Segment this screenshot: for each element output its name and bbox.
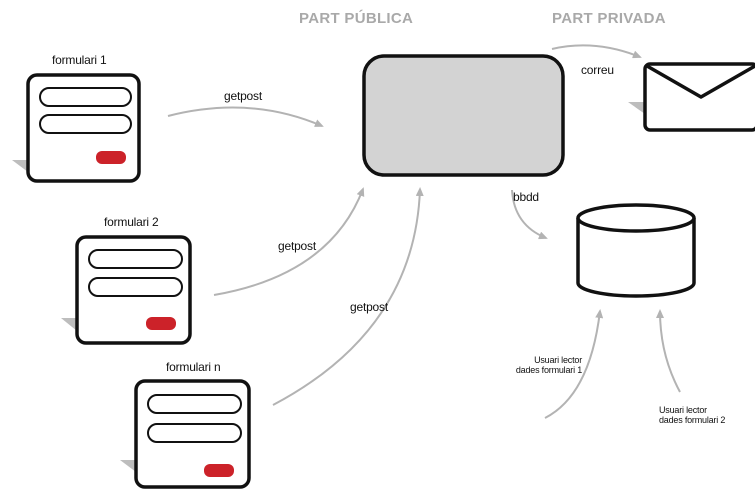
form-field [88, 277, 183, 297]
edge-label-getpost-3: getpost [350, 300, 388, 314]
arrow-form2-server [213, 187, 365, 296]
edge-label-correu: correu [581, 63, 614, 77]
arrows [167, 44, 681, 419]
form-field [39, 114, 132, 134]
database-top [576, 203, 696, 233]
arrow-reader1-db [544, 309, 604, 419]
form-field [147, 423, 242, 443]
form-shadow [120, 460, 136, 472]
database-body [576, 218, 696, 298]
section-private-title: PART PRIVADA [552, 10, 666, 27]
arrow-form1-server [167, 106, 324, 127]
form-field [88, 249, 183, 269]
form-submit-button [146, 317, 176, 330]
form-submit-button [96, 151, 126, 164]
form-submit-button [204, 464, 234, 477]
reader-2-label: Usuari lector dades formulari 2 [659, 405, 753, 425]
reader-1-line1: Usuari lector [534, 355, 582, 365]
edge-label-getpost-2: getpost [278, 239, 316, 253]
mail-envelope-icon [628, 62, 755, 132]
reader-2-line2: dades formulari 2 [659, 415, 726, 425]
form-field [39, 87, 132, 107]
arrow-server-mail [551, 44, 642, 59]
form-2-title: formulari 2 [104, 215, 159, 229]
server-box [362, 54, 565, 177]
form-shadow [61, 318, 77, 331]
reader-1-line2: dades formulari 1 [515, 365, 582, 375]
form-1-title: formulari 1 [52, 53, 107, 67]
arrow-reader2-db [656, 309, 681, 393]
edge-label-getpost-1: getpost [224, 89, 262, 103]
form-n-title: formulari n [166, 360, 221, 374]
section-public-title: PART PÚBLICA [299, 10, 414, 27]
form-shadow [12, 160, 28, 172]
arrow-formn-server [272, 187, 424, 406]
edge-label-bbdd: bbdd [513, 190, 539, 204]
form-2 [61, 235, 192, 345]
reader-1-label: Usuari lector dades formulari 1 [492, 355, 582, 375]
envelope-shadow [628, 102, 645, 114]
form-field [147, 394, 242, 414]
reader-2-line1: Usuari lector [659, 405, 707, 415]
form-1 [12, 73, 141, 183]
arrow-server-db [511, 189, 548, 240]
form-n [120, 379, 251, 489]
database-icon [576, 203, 696, 298]
envelope-flap [646, 64, 755, 99]
